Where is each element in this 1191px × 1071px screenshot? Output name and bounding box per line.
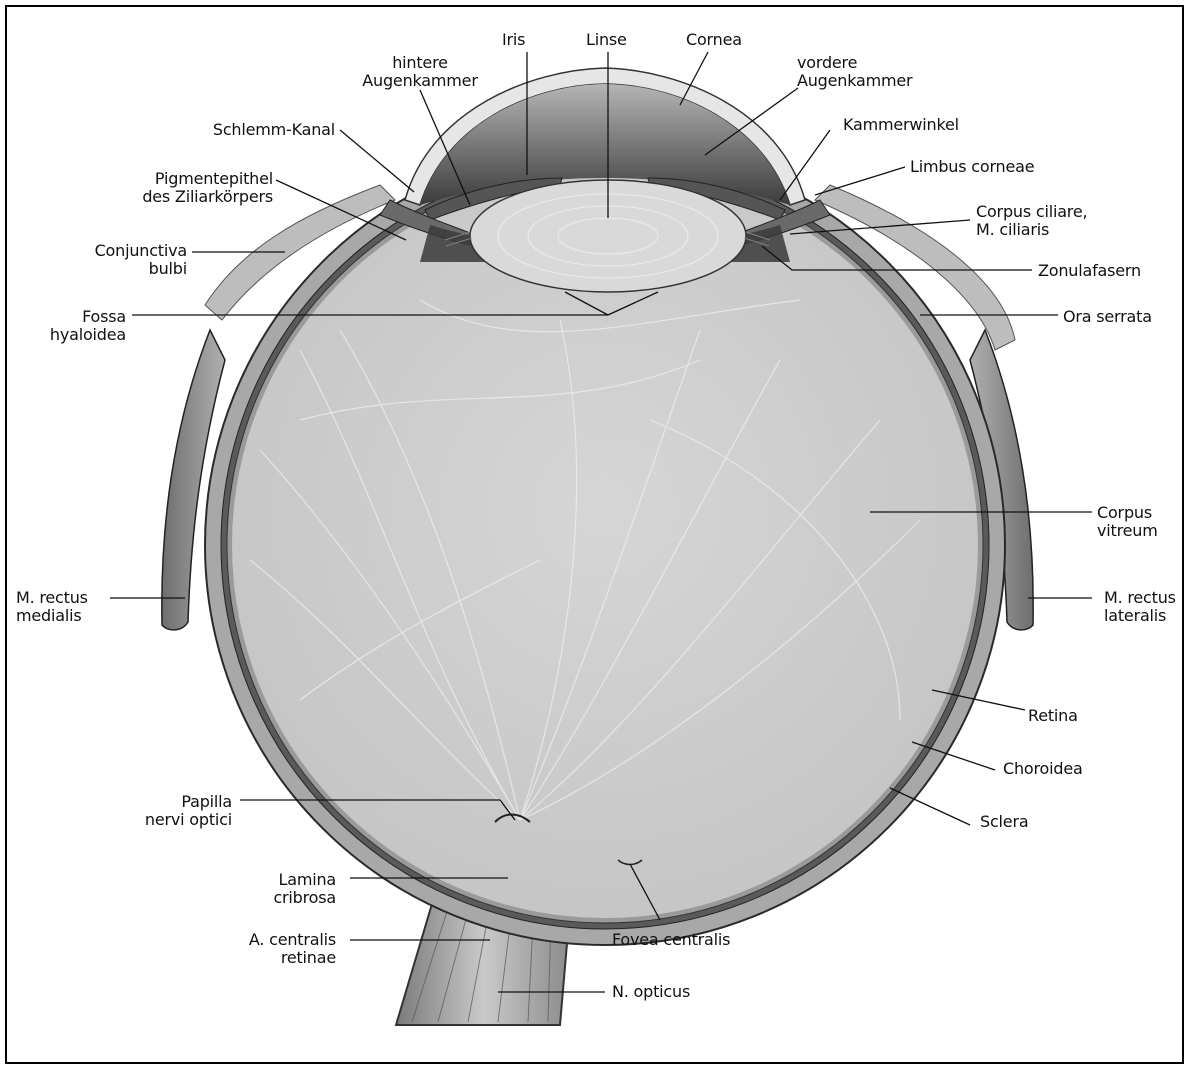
label-m-rectus-lateralis: M. rectus lateralis: [1104, 589, 1176, 625]
label-corpus-ciliare: Corpus ciliare, M. ciliaris: [976, 203, 1087, 239]
label-lamina-cribrosa: Lamina cribrosa: [230, 871, 336, 907]
label-sclera: Sclera: [980, 813, 1028, 831]
label-conjunctiva-bulbi: Conjunctiva bulbi: [62, 242, 187, 278]
label-retina: Retina: [1028, 707, 1078, 725]
label-linse: Linse: [586, 31, 627, 49]
label-zonulafasern: Zonulafasern: [1038, 262, 1141, 280]
label-kammerwinkel: Kammerwinkel: [843, 116, 959, 134]
label-corpus-vitreum: Corpus vitreum: [1097, 504, 1158, 540]
label-choroidea: Choroidea: [1003, 760, 1083, 778]
label-fossa-hyaloidea: Fossa hyaloidea: [20, 308, 126, 344]
label-n-opticus: N. opticus: [612, 983, 690, 1001]
label-a-centralis-retinae: A. centralis retinae: [210, 931, 336, 967]
label-m-rectus-medialis: M. rectus medialis: [16, 589, 88, 625]
label-hintere-augenkammer: hintere Augenkammer: [355, 54, 485, 90]
label-fovea-centralis: Fovea centralis: [612, 931, 730, 949]
label-papilla-nervi-optici: Papilla nervi optici: [120, 793, 232, 829]
label-ora-serrata: Ora serrata: [1063, 308, 1152, 326]
label-cornea: Cornea: [686, 31, 742, 49]
label-schlemm-kanal: Schlemm-Kanal: [190, 121, 335, 139]
label-pigmentepithel: Pigmentepithel des Ziliarkörpers: [128, 170, 273, 206]
label-limbus-corneae: Limbus corneae: [910, 158, 1034, 176]
label-iris: Iris: [502, 31, 525, 49]
label-vordere-augenkammer: vordere Augenkammer: [797, 54, 912, 90]
